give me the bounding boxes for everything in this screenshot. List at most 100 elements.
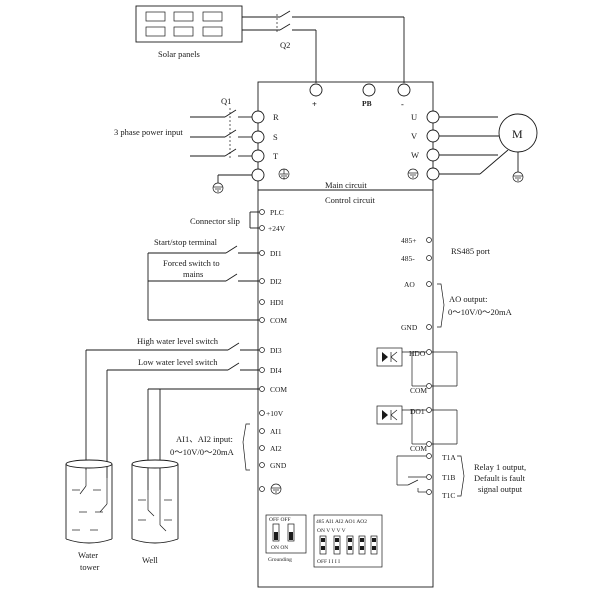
inverter-body	[257, 81, 434, 588]
grounding-on-label: ON ON	[271, 545, 288, 551]
u-label: U	[411, 112, 417, 122]
q1-label: Q1	[221, 96, 231, 106]
solar-panels-label: Solar panels	[158, 49, 200, 59]
forced-switch-label-1: Forced switch to	[163, 258, 220, 268]
ai-bracket	[242, 423, 250, 471]
switch-low-water	[106, 362, 259, 478]
motor-label: M	[512, 127, 523, 141]
ao-label: AO	[404, 280, 415, 289]
right-control-terminals	[426, 237, 432, 495]
grounding-label: Grounding	[268, 557, 292, 563]
r-label: R	[273, 112, 279, 122]
relay-label-1: Relay 1 output,	[474, 462, 526, 472]
main-circuit-label: Main circuit	[325, 180, 367, 190]
ao-output-label-1: AO output:	[449, 294, 488, 304]
com-do1-label: COM	[410, 444, 427, 453]
di4-label: DI4	[270, 366, 282, 375]
plc-label: PLC	[270, 208, 284, 217]
terminal-v	[426, 129, 440, 143]
r485n-label: 485-	[401, 254, 415, 263]
dip-switches	[319, 535, 378, 555]
terminal-t	[251, 149, 265, 163]
ground-left	[212, 168, 265, 194]
water-tower-label-2: tower	[80, 562, 100, 572]
t1b-label: T1B	[442, 473, 455, 482]
ai-input-label-2: 0～10V/0～20mA	[170, 447, 235, 457]
gnd-right-label: GND	[401, 323, 418, 332]
connector-slip-label: Connector slip	[190, 216, 240, 226]
ai1-label: AI1	[270, 427, 282, 436]
gnd-left-label: GND	[270, 461, 287, 470]
ground-terminal-inner-left	[278, 168, 290, 180]
terminal-pb	[362, 83, 376, 97]
relay-label-3: signal output	[478, 484, 523, 494]
terminal-plus	[309, 83, 323, 97]
relay-bracket	[457, 455, 465, 497]
r485p-label: 485+	[401, 236, 416, 245]
plus-label: +	[312, 99, 317, 109]
connector-slip	[249, 211, 259, 229]
hdo-optocoupler	[376, 347, 426, 387]
ao-bracket	[437, 283, 445, 328]
switch-q2	[242, 10, 405, 83]
terminal-s	[251, 130, 265, 144]
dip-row-on: ON V V V V	[317, 528, 346, 534]
dip-switch-block	[313, 514, 383, 568]
grounding-off-label: OFF OFF	[269, 517, 291, 523]
com1-label: COM	[270, 316, 287, 325]
do1-optocoupler	[376, 405, 426, 445]
dip-row-off: OFF I I I I	[317, 559, 340, 565]
di1-label: DI1	[270, 249, 282, 258]
p10-label: +10V	[266, 409, 284, 418]
com-hdo-label: COM	[410, 386, 427, 395]
grounding-block	[265, 514, 307, 554]
terminal-minus	[397, 83, 411, 97]
start-stop-label: Start/stop terminal	[154, 237, 218, 247]
com2-label: COM	[270, 385, 287, 394]
v-label: V	[411, 131, 418, 141]
relay-contacts	[396, 455, 426, 493]
switch-q1	[190, 108, 252, 158]
switch-high-water	[85, 342, 259, 470]
ao-output-label-2: 0～10V/0～20mA	[448, 307, 513, 317]
p24-label: +24V	[268, 224, 286, 233]
ground-terminal-inner-right	[407, 168, 419, 180]
minus-label: -	[401, 99, 404, 109]
dip-header: 485 AI1 AI2 AO1 AO2	[316, 519, 367, 525]
high-water-label: High water level switch	[137, 336, 219, 346]
di3-label: DI3	[270, 346, 282, 355]
ground-control-left	[270, 483, 282, 495]
water-tower-label-1: Water	[78, 550, 98, 560]
ai2-label: AI2	[270, 444, 282, 453]
hdi-label: HDI	[270, 298, 284, 307]
control-circuit-label: Control circuit	[325, 195, 375, 205]
switch-forced	[147, 253, 259, 321]
well-tank	[131, 459, 179, 544]
t1a-label: T1A	[442, 453, 456, 462]
left-control-terminals	[259, 209, 265, 492]
q2-label: Q2	[280, 40, 290, 50]
low-water-label: Low water level switch	[138, 357, 218, 367]
switch-start-stop	[148, 245, 259, 254]
solar-panels	[135, 5, 243, 43]
ai-input-label-1: AI1、AI2 input:	[176, 434, 233, 444]
terminal-ground-right	[426, 167, 440, 181]
ground-motor	[512, 171, 524, 183]
hdo-label: HDO	[409, 349, 426, 358]
pb-label: PB	[362, 99, 372, 108]
t1c-label: T1C	[442, 491, 455, 500]
relay-label-2: Default is fault	[474, 473, 526, 483]
water-tower-tank	[65, 459, 113, 544]
well-label: Well	[142, 555, 158, 565]
forced-switch-label-2: mains	[183, 269, 203, 279]
rs485-port-label: RS485 port	[451, 246, 491, 256]
terminal-w	[426, 148, 440, 162]
w-label: W	[411, 150, 419, 160]
terminal-u	[426, 110, 440, 124]
terminal-r	[251, 110, 265, 124]
grounding-switches	[272, 523, 295, 542]
do1-label: DO1	[410, 407, 425, 416]
di2-label: DI2	[270, 277, 282, 286]
com-float-wire	[147, 388, 259, 490]
